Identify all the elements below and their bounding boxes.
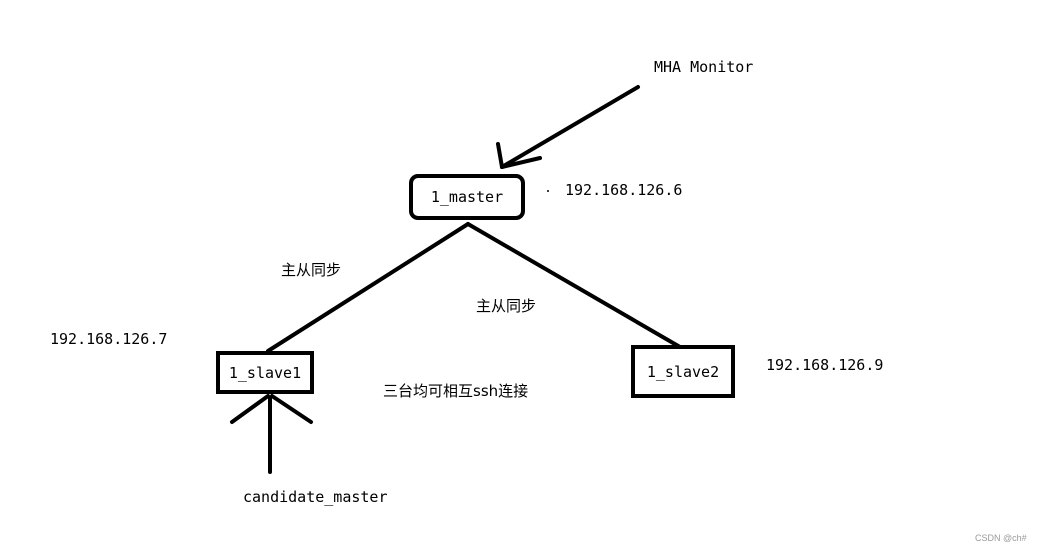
slave1-ip: 192.168.126.7 — [50, 330, 168, 348]
candidate-arrow-head-right — [270, 394, 313, 424]
monitor-label: MHA Monitor — [654, 58, 754, 76]
sync-label-left: 主从同步 — [281, 261, 342, 279]
master-node: 1_master — [409, 174, 525, 220]
sync-label-right: 主从同步 — [476, 297, 537, 315]
master-node-label: 1_master — [430, 188, 504, 206]
monitor-arrow-head-top — [496, 142, 504, 169]
monitor-arrow-shaft — [500, 85, 640, 169]
watermark: CSDN @ch# — [975, 533, 1027, 543]
stray-dot — [547, 190, 549, 192]
sync-line-right — [466, 222, 682, 349]
slave2-ip: 192.168.126.9 — [766, 356, 884, 374]
candidate-label: candidate_master — [243, 488, 388, 506]
candidate-arrow-head-left — [230, 394, 270, 424]
ssh-note: 三台均可相互ssh连接 — [383, 382, 529, 400]
monitor-arrow-head-bottom — [500, 156, 542, 169]
slave1-node: 1_slave1 — [216, 351, 314, 394]
master-ip: 192.168.126.6 — [565, 181, 683, 199]
slave1-node-label: 1_slave1 — [228, 363, 302, 382]
slave2-node-label: 1_slave2 — [646, 362, 720, 381]
slave2-node: 1_slave2 — [631, 345, 735, 398]
sync-line-left — [266, 222, 470, 353]
